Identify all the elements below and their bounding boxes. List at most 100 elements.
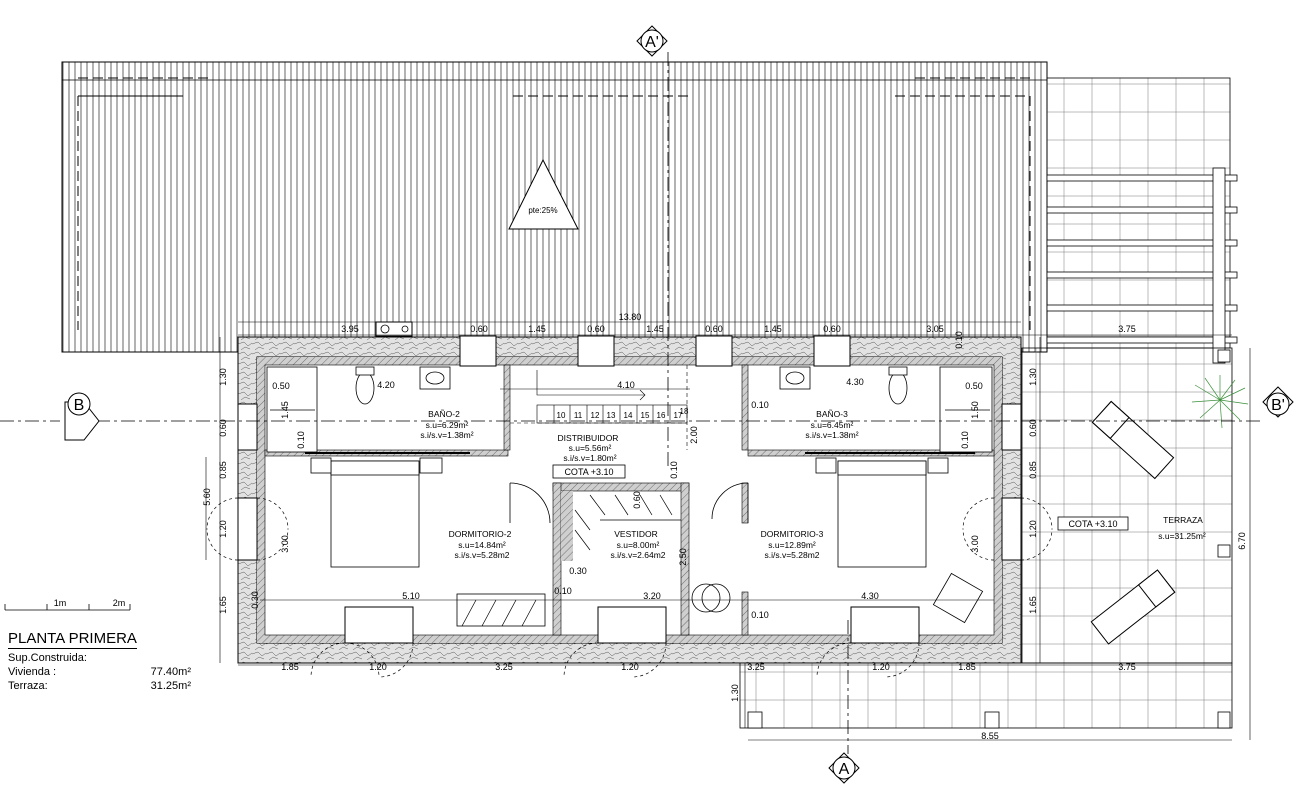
svg-text:0.50: 0.50 [272, 381, 290, 391]
svg-text:1.20: 1.20 [218, 520, 228, 538]
scale-label-2m: 2m [113, 598, 126, 608]
svg-text:0.10: 0.10 [554, 586, 572, 596]
svg-text:1.45: 1.45 [528, 324, 546, 334]
svg-text:3.95: 3.95 [341, 324, 359, 334]
svg-text:4.30: 4.30 [861, 591, 879, 601]
svg-text:0.60: 0.60 [705, 324, 723, 334]
svg-text:1.50: 1.50 [970, 401, 980, 419]
svg-text:0.10: 0.10 [296, 431, 306, 449]
svg-text:18: 18 [680, 407, 689, 416]
svg-text:0.85: 0.85 [1028, 461, 1038, 479]
scale-label-1m: 1m [54, 598, 67, 608]
svg-text:pte:25%: pte:25% [528, 206, 557, 215]
svg-text:5.10: 5.10 [402, 591, 420, 601]
section-marker-b-left: B [64, 392, 100, 441]
svg-text:17: 17 [674, 411, 683, 420]
svg-text:DORMITORIO-3: DORMITORIO-3 [761, 529, 824, 539]
svg-text:s.i/s.v=1.80m²: s.i/s.v=1.80m² [563, 453, 616, 463]
svg-text:1.20: 1.20 [621, 662, 639, 672]
svg-text:0.10: 0.10 [751, 610, 769, 620]
svg-text:3.00: 3.00 [280, 535, 290, 553]
svg-text:s.u=14.84m²: s.u=14.84m² [458, 540, 506, 550]
svg-text:1.85: 1.85 [281, 662, 299, 672]
room-labels: BAÑO-2 s.u=6.29m² s.i/s.v=1.38m² BAÑO-3 … [420, 409, 1205, 560]
svg-text:4.30: 4.30 [846, 377, 864, 387]
dimension-texts: 13.80 3.95 0.60 1.45 0.60 1.45 0.60 1.45… [202, 312, 1247, 741]
lounger-2 [1090, 569, 1176, 645]
svg-text:s.i/s.v=1.38m²: s.i/s.v=1.38m² [805, 430, 858, 440]
svg-text:0.30: 0.30 [569, 566, 587, 576]
fixtures [266, 366, 993, 627]
svg-text:3.25: 3.25 [747, 662, 765, 672]
svg-text:BAÑO-3: BAÑO-3 [816, 409, 848, 419]
plant-icon [1191, 375, 1249, 429]
svg-text:1.30: 1.30 [730, 684, 740, 702]
level-terrace: COTA +3.10 [1068, 519, 1117, 529]
svg-text:1.20: 1.20 [1028, 520, 1038, 538]
svg-text:1.45: 1.45 [280, 401, 290, 419]
svg-text:16: 16 [657, 411, 666, 420]
svg-text:0.60: 0.60 [470, 324, 488, 334]
svg-text:13: 13 [607, 411, 616, 420]
svg-text:s.u=31.25m²: s.u=31.25m² [1158, 531, 1206, 541]
svg-text:BAÑO-2: BAÑO-2 [428, 409, 460, 419]
svg-text:1.65: 1.65 [218, 596, 228, 614]
svg-text:14: 14 [624, 411, 633, 420]
section-marker-a-bottom: A [828, 752, 860, 784]
section-marker-a-top: A' [636, 25, 668, 57]
svg-text:1.45: 1.45 [646, 324, 664, 334]
dimension-lines [205, 321, 1251, 741]
svg-text:12: 12 [591, 411, 600, 420]
svg-text:0.50: 0.50 [965, 381, 983, 391]
svg-text:0.10: 0.10 [954, 331, 964, 349]
scale-bar [4, 604, 131, 611]
svg-text:1.20: 1.20 [369, 662, 387, 672]
svg-text:2.00: 2.00 [689, 426, 699, 444]
row-label: Vivienda : [8, 666, 57, 678]
svg-text:1.30: 1.30 [218, 368, 228, 386]
surface-label-text: Sup.Construida: [8, 652, 87, 664]
svg-text:4.20: 4.20 [377, 380, 395, 390]
svg-text:0.60: 0.60 [218, 419, 228, 437]
svg-text:0.30: 0.30 [250, 591, 260, 609]
surface-row-terraza: Terraza: 31.25m² [8, 679, 191, 693]
surface-row-vivienda: Vivienda : 77.40m² [8, 665, 191, 679]
row-value: 31.25m² [150, 680, 191, 692]
svg-text:VESTIDOR: VESTIDOR [614, 529, 657, 539]
svg-text:3.20: 3.20 [643, 591, 661, 601]
svg-text:s.u=8.00m²: s.u=8.00m² [617, 540, 660, 550]
svg-text:TERRAZA: TERRAZA [1163, 515, 1203, 525]
svg-text:DISTRIBUIDOR: DISTRIBUIDOR [558, 433, 619, 443]
plan-title: PLANTA PRIMERA [8, 630, 137, 649]
svg-text:15: 15 [641, 411, 650, 420]
section-marker-b-right: B' [1262, 386, 1294, 418]
wardrobe-lines [270, 409, 990, 627]
svg-text:0.60: 0.60 [1028, 419, 1038, 437]
svg-text:13.80: 13.80 [619, 312, 642, 322]
svg-text:s.i/s.v=2.64m2: s.i/s.v=2.64m2 [610, 550, 665, 560]
svg-text:11: 11 [574, 411, 583, 420]
svg-text:6.70: 6.70 [1237, 532, 1247, 550]
svg-text:3.25: 3.25 [495, 662, 513, 672]
svg-text:A: A [839, 761, 850, 778]
svg-text:0.60: 0.60 [632, 491, 642, 509]
surface-label: Sup.Construida: [8, 651, 191, 665]
svg-text:0.85: 0.85 [218, 461, 228, 479]
stair-numbers: 10 11 12 13 14 15 16 17 18 [557, 407, 689, 420]
svg-text:s.i/s.v=5.28m2: s.i/s.v=5.28m2 [454, 550, 509, 560]
svg-text:8.55: 8.55 [981, 731, 999, 741]
svg-text:0.60: 0.60 [587, 324, 605, 334]
svg-text:B: B [74, 397, 85, 414]
svg-text:s.i/s.v=5.28m2: s.i/s.v=5.28m2 [764, 550, 819, 560]
svg-text:4.10: 4.10 [617, 380, 635, 390]
svg-text:B': B' [1271, 397, 1285, 414]
terrace-upper [1046, 77, 1238, 364]
shower-circles [691, 583, 731, 613]
row-value: 77.40m² [150, 666, 191, 678]
row-label: Terraza: [8, 680, 48, 692]
svg-text:3.05: 3.05 [926, 324, 944, 334]
svg-text:DORMITORIO-2: DORMITORIO-2 [449, 529, 512, 539]
svg-text:s.u=6.45m²: s.u=6.45m² [811, 420, 854, 430]
roof: pte:25% [61, 61, 1048, 353]
